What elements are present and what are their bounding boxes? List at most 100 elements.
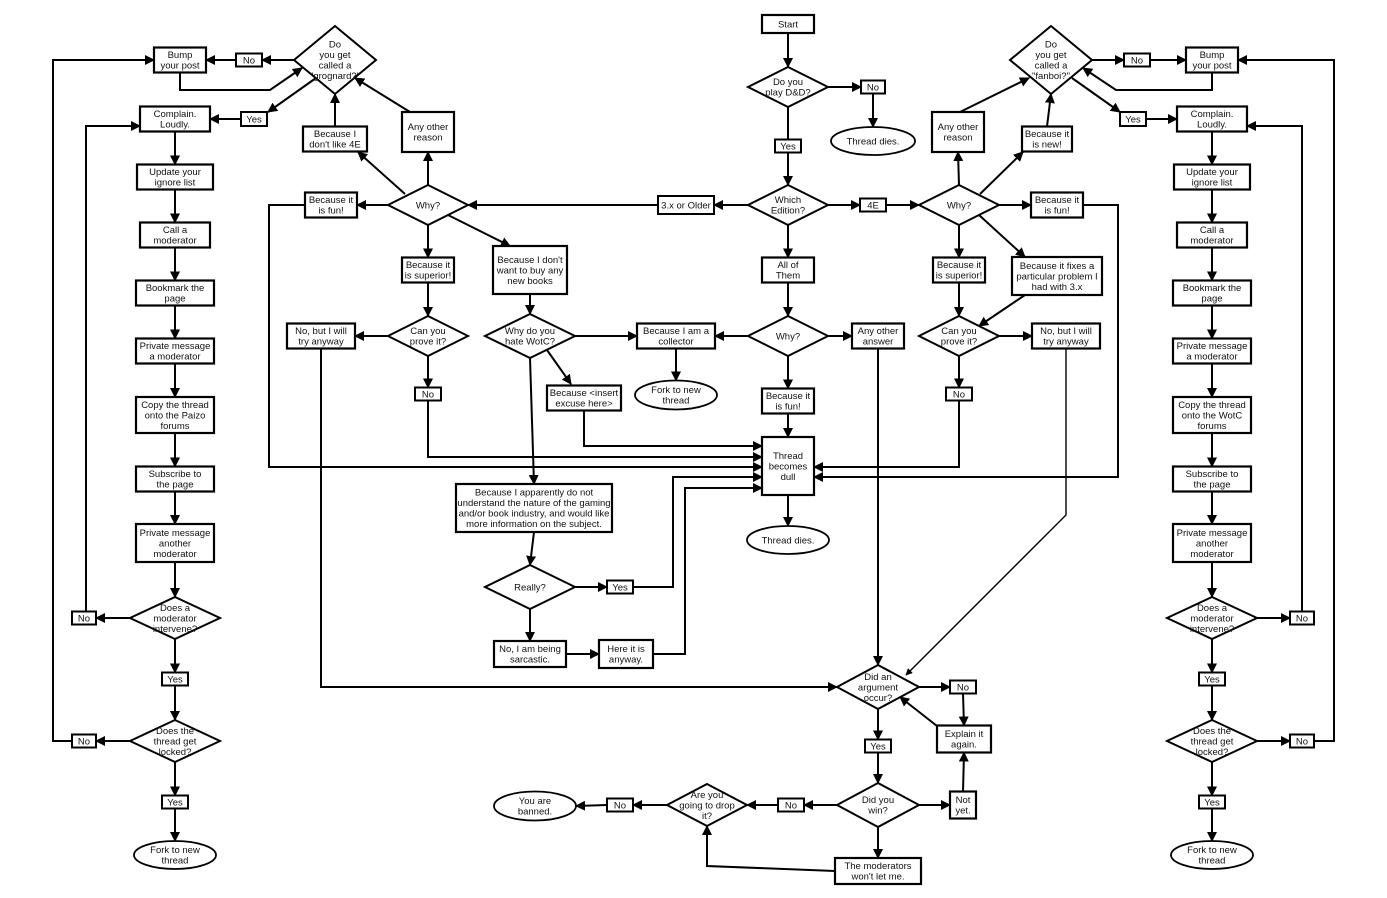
answer-label-box [1123, 52, 1151, 68]
decision-diamond [916, 314, 1002, 358]
decision-diamond [916, 183, 1002, 227]
answer-label-box [161, 794, 189, 810]
node-really: Really? [482, 563, 578, 611]
node-label: Complain.Loudly. [154, 109, 197, 131]
process-box [134, 279, 216, 307]
edge-noR-dull [813, 400, 960, 472]
answer-label-box [1289, 610, 1315, 626]
process-box [400, 256, 456, 284]
node-R-no-locked: No [1289, 733, 1315, 749]
edge-R-no-complain [1246, 121, 1303, 612]
edge-whyR-other [953, 151, 964, 186]
node-no-arg: No [949, 679, 977, 695]
edge-noL-dull [427, 400, 763, 462]
edge-no-explain [958, 693, 969, 727]
edge-bump-grog [179, 67, 303, 91]
process-box [760, 13, 816, 35]
node-older: 3.x or Older [657, 195, 715, 215]
edges [52, 33, 1335, 872]
process-box [134, 337, 216, 365]
node-R-yes-locked: Yes [1198, 794, 1226, 810]
answer-label-box [240, 111, 268, 127]
process-box [930, 110, 986, 154]
node-label: No [1296, 613, 1308, 624]
node-label: Yes [167, 797, 183, 808]
process-box [152, 46, 208, 74]
decision-diamond [127, 595, 223, 641]
edge-no-banned [575, 800, 608, 811]
decision-diamond [1008, 24, 1094, 96]
answer-label-box [777, 797, 805, 813]
process-box [134, 395, 216, 435]
node-label: No [867, 82, 879, 93]
node-label: No [243, 55, 255, 66]
answer-label-box [1198, 671, 1226, 687]
decision-diamond [1164, 595, 1260, 641]
terminal-ellipse [1170, 840, 1254, 870]
edge-L-no-bump [52, 55, 155, 742]
answer-label-box [71, 610, 97, 626]
node-thread-dies-mid: Thread dies. [746, 525, 830, 555]
node-why-center: Why? [745, 314, 831, 358]
node-L-yes-intervene: Yes [161, 671, 189, 687]
edge-funR-dull [813, 204, 1119, 482]
process-box [303, 191, 359, 219]
process-box [454, 482, 614, 534]
node-yes-grog: Yes [240, 111, 268, 127]
answer-label-box [1289, 733, 1315, 749]
process-box [135, 163, 215, 191]
process-box [1020, 125, 1074, 153]
node-no-win: No [777, 797, 805, 813]
answer-label-box [235, 52, 263, 68]
answer-label-box [657, 195, 715, 215]
process-box [597, 638, 655, 670]
node-label: Really? [514, 582, 546, 593]
node-label: Yes [1204, 797, 1220, 808]
process-box [138, 221, 212, 249]
node-L-no-locked: No [71, 733, 97, 749]
node-start: Start [760, 13, 816, 35]
edge-hate-excuse [546, 349, 572, 385]
terminal-ellipse [133, 840, 217, 870]
process-box [833, 856, 923, 886]
answer-label-box [1119, 111, 1147, 127]
node-label: No [953, 389, 965, 400]
node-no-drop: No [606, 797, 634, 813]
